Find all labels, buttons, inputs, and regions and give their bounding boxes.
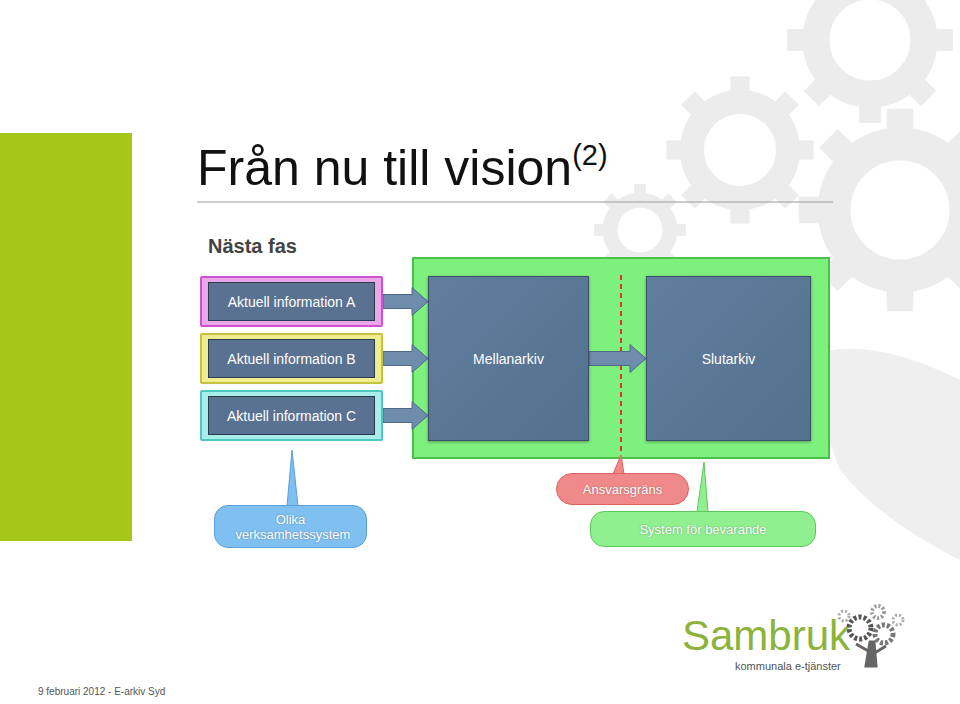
node-label: Ansvarsgräns xyxy=(583,482,662,497)
logo-wordmark: Sambruk xyxy=(682,612,850,660)
system-box: Aktuell information A xyxy=(200,276,383,327)
callout-bubble: Olika verksamhetssystem xyxy=(214,505,367,548)
preservation-area xyxy=(413,258,829,458)
system-inner-box: Aktuell information B xyxy=(208,339,375,378)
title-block: Från nu till vision (2) xyxy=(197,138,608,198)
callout-tail xyxy=(613,455,624,474)
system-inner-box: Aktuell information C xyxy=(208,396,375,435)
callout-tail xyxy=(697,462,708,512)
callout-bubble: System för bevarande xyxy=(590,511,816,547)
title-superscript: (2) xyxy=(572,138,607,172)
title-rule xyxy=(197,202,833,203)
phase-heading: Nästa fas xyxy=(208,235,297,258)
node-label: Aktuell information B xyxy=(227,351,355,367)
node-label: Olika verksamhetssystem xyxy=(236,512,346,542)
flow-arrow xyxy=(383,402,428,430)
archive-box: Mellanarkiv xyxy=(428,276,589,441)
watermark-gear xyxy=(787,0,953,123)
logo-tagline: kommunala e-tjänster xyxy=(735,660,841,672)
node-label: Aktuell information A xyxy=(228,294,356,310)
callout-bubble: Ansvarsgräns xyxy=(556,473,689,505)
node-label: Aktuell information C xyxy=(227,408,356,424)
system-inner-box: Aktuell information A xyxy=(208,282,375,321)
footer-date: 9 februari 2012 - E-arkiv Syd xyxy=(38,686,165,697)
flow-arrow xyxy=(589,345,646,373)
flow-arrow xyxy=(383,288,428,316)
node-label: Slutarkiv xyxy=(702,351,756,367)
slide-title: Från nu till vision xyxy=(197,138,572,198)
node-label: System för bevarande xyxy=(639,522,766,537)
flow-arrow xyxy=(383,345,428,373)
callout-tail xyxy=(287,450,298,506)
system-box: Aktuell information B xyxy=(200,333,383,384)
node-label: Mellanarkiv xyxy=(473,351,544,367)
side-bar xyxy=(0,133,132,541)
system-box: Aktuell information C xyxy=(200,390,383,441)
archive-box: Slutarkiv xyxy=(646,276,811,441)
